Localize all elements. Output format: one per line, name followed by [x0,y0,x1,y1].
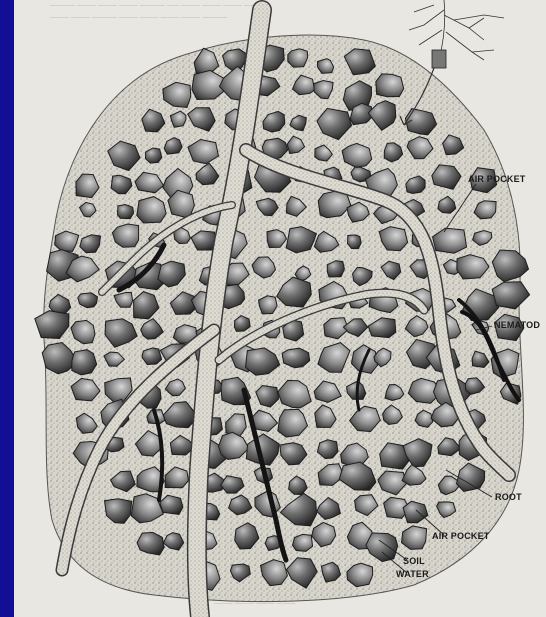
soil-particle [492,250,528,282]
label-air-pocket-bottom: AIR POCKET [432,531,490,541]
soil-particle [492,282,529,309]
soil-cross-section-illustration [14,0,546,617]
soil-particle [348,235,362,249]
soil-particle [118,205,134,219]
label-air-pocket-top: AIR POCKET [468,174,526,184]
soil-particle [146,148,162,163]
soil-particle [376,74,404,97]
soil-particle [327,261,344,277]
soil-particle [293,534,313,551]
soil-particle [142,348,162,365]
scanned-page: ———— ——— ——— ——— ———— —— ——— ——— ——— ———… [14,0,546,617]
soil-particle [259,296,278,314]
label-water: WATER [396,569,429,579]
label-nematode: NEMATOD [494,320,540,330]
soil-particle [288,49,308,68]
label-soil: SOIL [403,556,425,566]
label-root: ROOT [495,492,522,502]
